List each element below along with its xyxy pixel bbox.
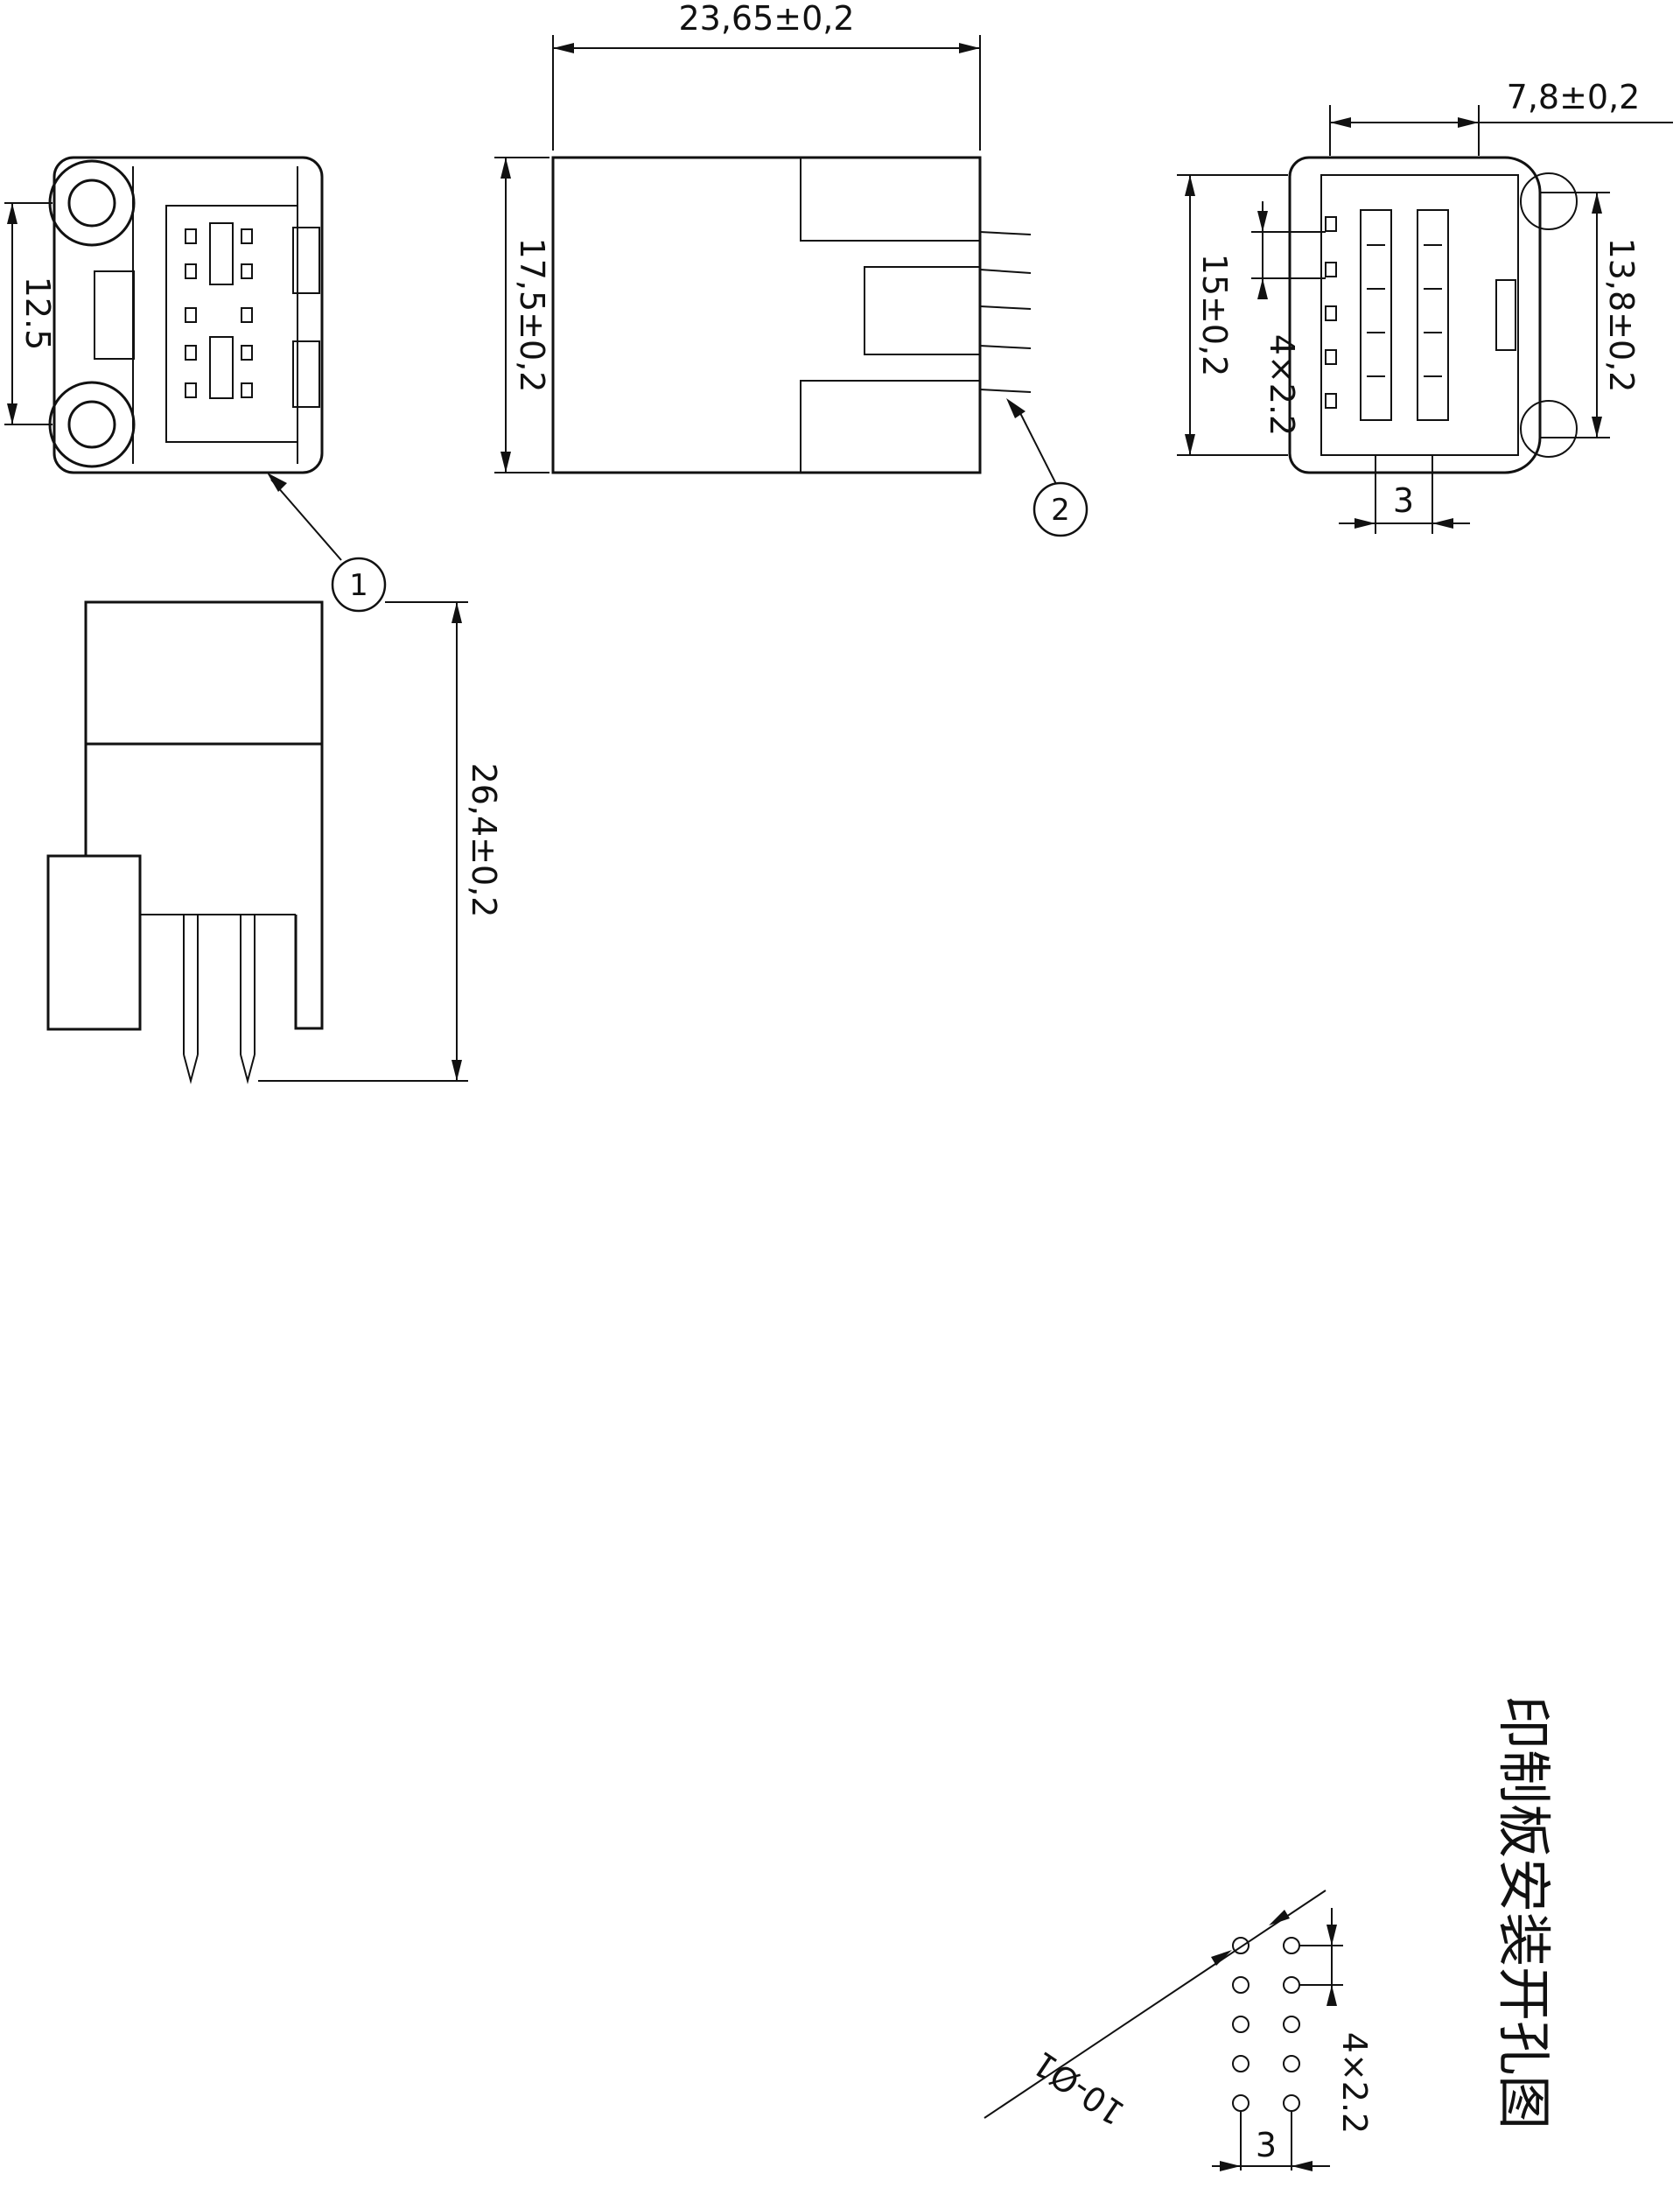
dim-pcb-pitch2: 3 xyxy=(1256,2126,1277,2164)
balloon-2: 2 xyxy=(1006,398,1088,537)
dim-right-h1: 15±0,2 xyxy=(1195,254,1234,377)
pcb-hole-pattern: 4×2.2 3 10-Ø1 xyxy=(984,1890,1374,2171)
balloon-2-label: 2 xyxy=(1051,493,1070,528)
dim-right-h3: 13,8±0,2 xyxy=(1602,238,1641,393)
front-view: 12.5 xyxy=(4,156,324,474)
dim-bottom-height: 26,4±0,2 xyxy=(465,763,503,918)
balloon-1: 1 xyxy=(267,473,387,613)
dim-pcb-pitch: 4×2.2 xyxy=(1335,2032,1374,2134)
side-view: 23,65±0,2 17,5±0,2 xyxy=(494,0,1032,474)
dim-front-pitch: 12.5 xyxy=(18,277,57,351)
dim-right-w3: 3 xyxy=(1393,481,1414,520)
dim-width-top: 23,65±0,2 xyxy=(678,0,854,38)
dim-pcb-holes: 10-Ø1 xyxy=(1026,2044,1131,2132)
end-view: 7,8±0,2 15±0,2 4×2.2 13,8±0,2 3 xyxy=(1177,78,1673,534)
dim-height-side: 17,5±0,2 xyxy=(513,238,551,393)
pcb-title: 印制板安装开孔图 xyxy=(1492,1695,1556,2129)
bottom-view: 26,4±0,2 xyxy=(46,600,503,1084)
balloon-1-label: 1 xyxy=(349,568,368,603)
dim-right-h2: 4×2.2 xyxy=(1263,334,1301,436)
dim-right-width: 7,8±0,2 xyxy=(1507,78,1641,116)
